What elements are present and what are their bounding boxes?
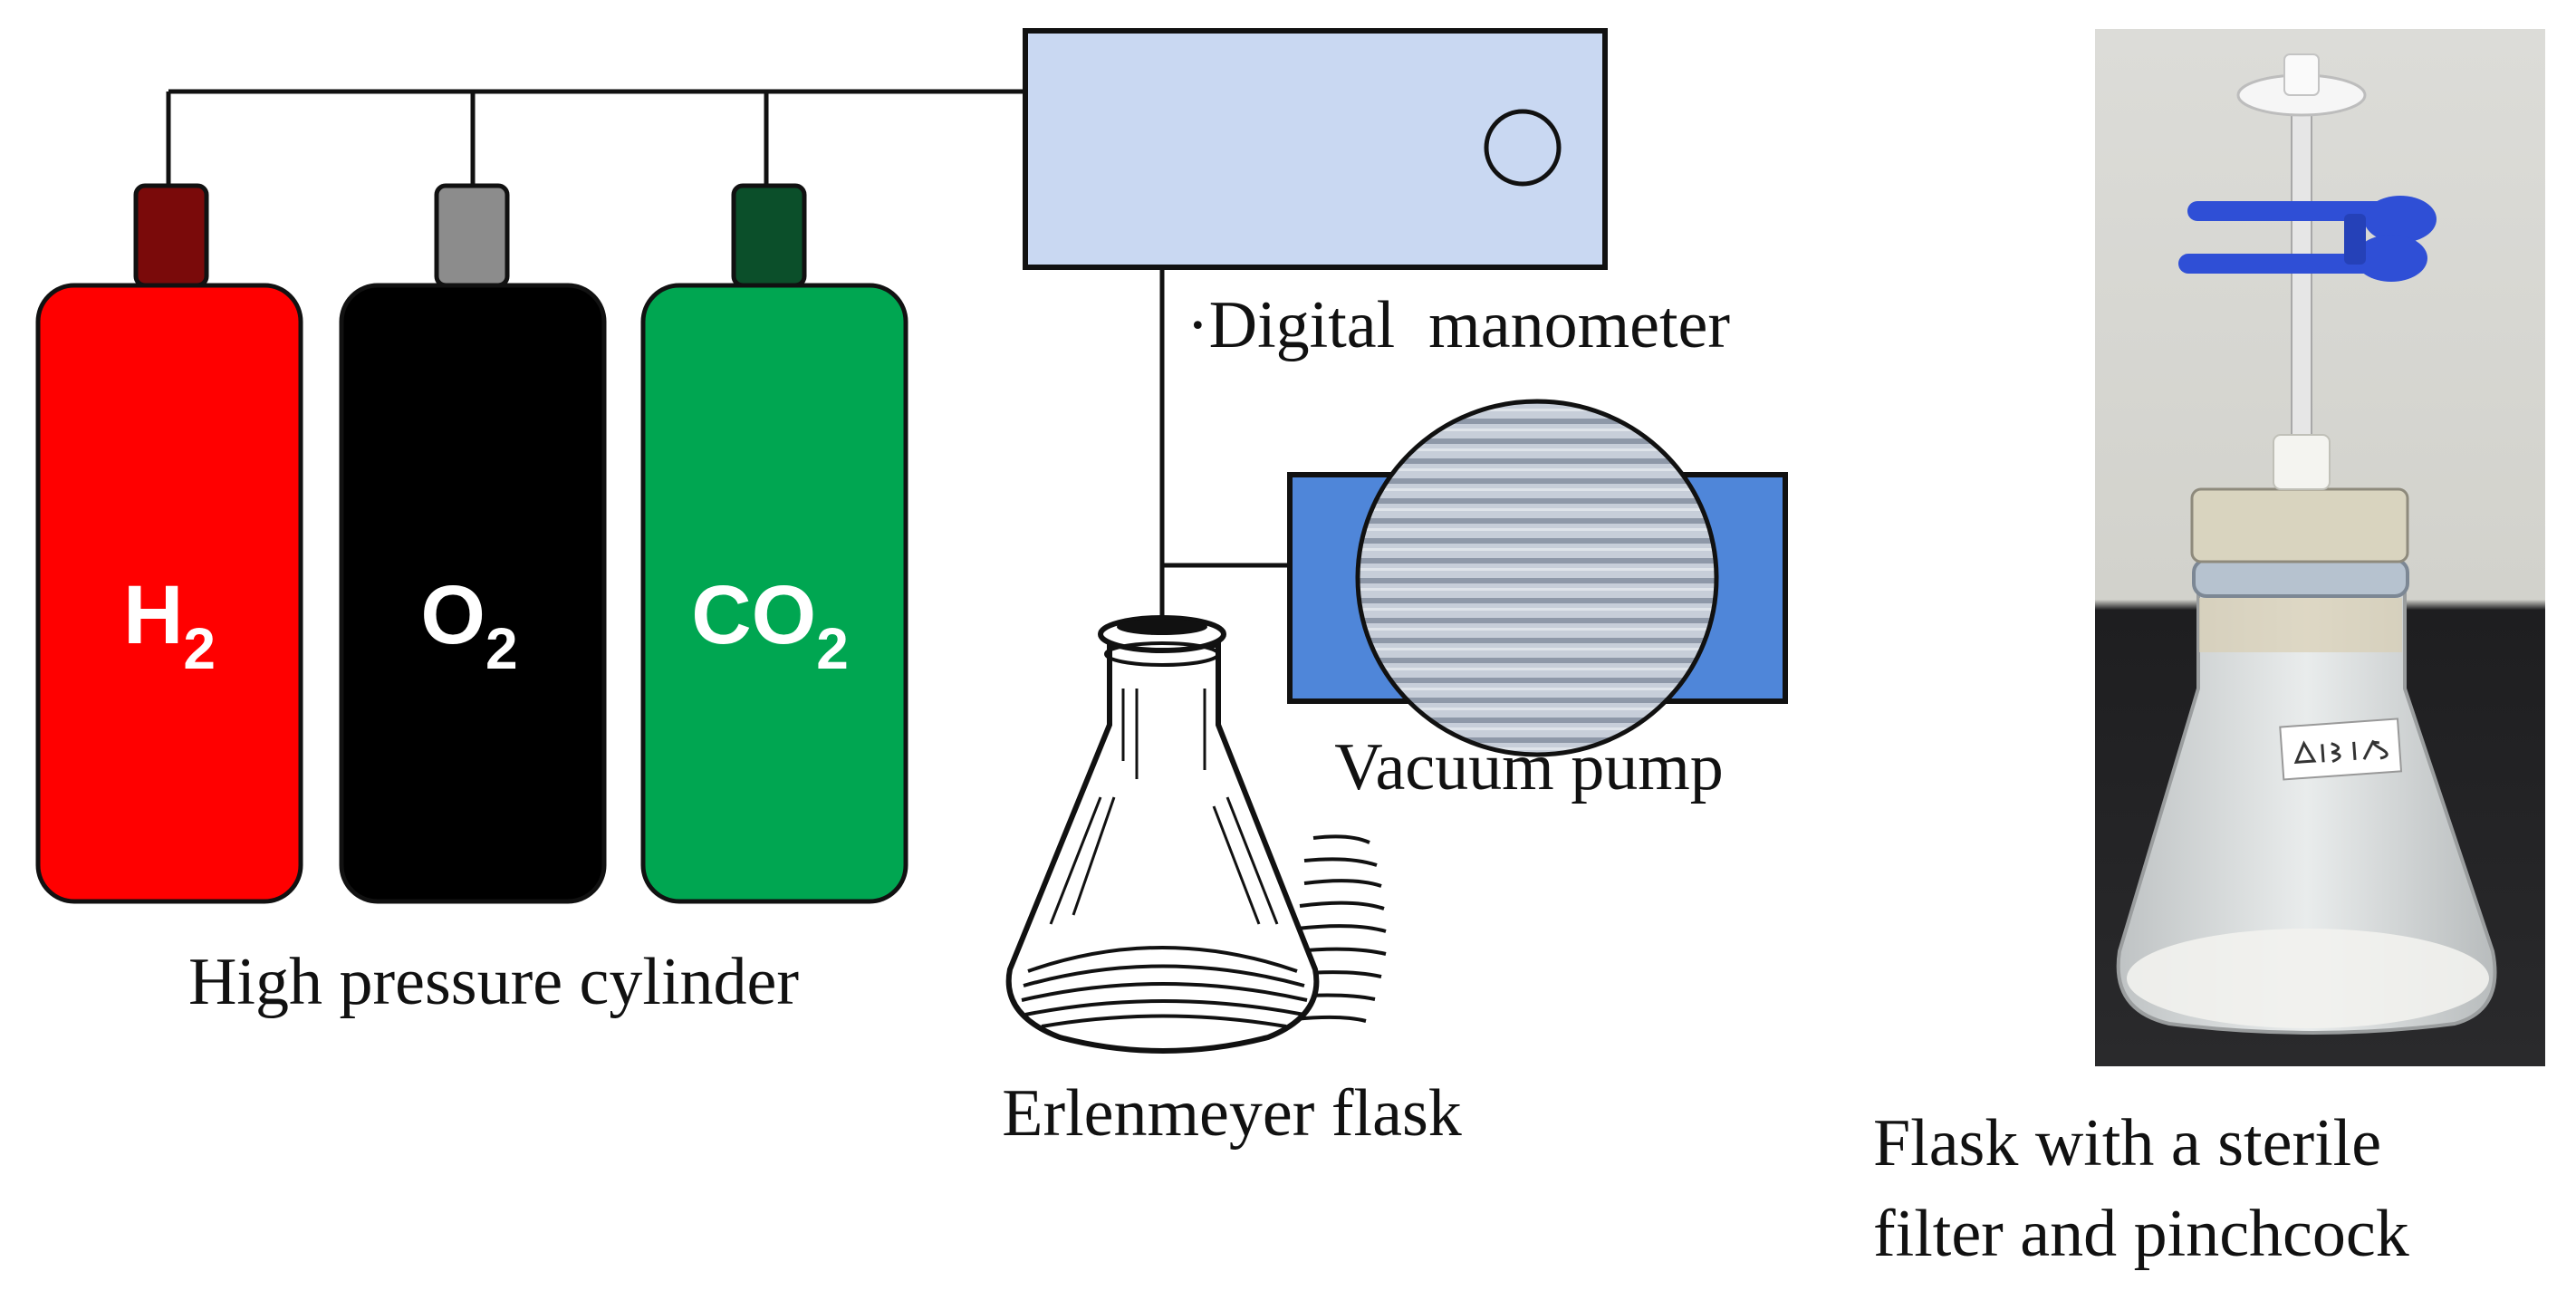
erlenmeyer-flask-icon: [1005, 615, 1387, 1054]
photo-caption-line2: filter and pinchcock: [1873, 1197, 2409, 1271]
flask-photo: [2095, 29, 2545, 1066]
cylinder-h2-cap: [133, 183, 209, 288]
cylinder-caption: High pressure cylinder: [188, 945, 799, 1019]
manometer-dial-icon: [1484, 109, 1562, 187]
cylinder-o2-body: [339, 283, 607, 904]
cylinder-o2-label: O2: [420, 569, 517, 681]
vacuum-pump-drum: [1355, 399, 1719, 757]
flask-label: Erlenmeyer flask: [1002, 1076, 1462, 1151]
digital-manometer: [1023, 28, 1608, 270]
manometer-label: ·Digital manometer: [1187, 288, 1730, 362]
cylinder-h2: H2: [35, 183, 303, 904]
photo-caption-line1: Flask with a sterile: [1873, 1106, 2381, 1180]
vacuum-pump: [1287, 399, 1788, 757]
photo-sticker: [2279, 718, 2403, 781]
gas-manifold-lines: [166, 89, 1290, 621]
vacuum-pump-label: Vacuum pump: [1334, 730, 1724, 804]
cylinder-co2: CO2: [640, 183, 908, 904]
cylinder-co2-cap: [731, 183, 807, 288]
cylinder-h2-body: [35, 283, 303, 904]
cylinder-o2-cap: [434, 183, 510, 288]
cylinder-o2: O2: [339, 183, 607, 904]
pinchcock: [2178, 196, 2437, 282]
cylinder-co2-label: CO2: [691, 569, 849, 681]
cylinder-co2-body: [640, 283, 908, 904]
cylinder-h2-label: H2: [123, 569, 216, 681]
